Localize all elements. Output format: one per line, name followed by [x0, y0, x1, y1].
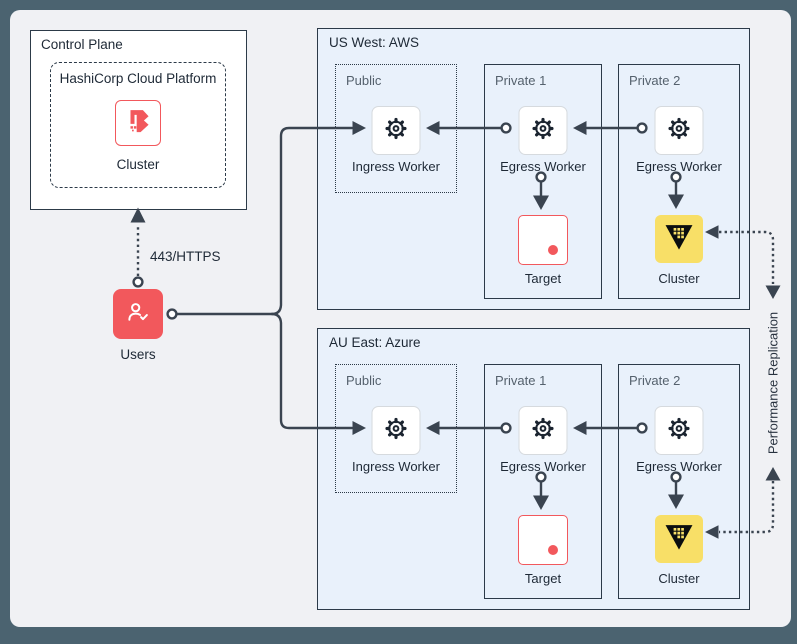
region-title: US West: AWS [329, 35, 420, 50]
gear-icon [666, 415, 693, 447]
vault-cluster-node [655, 215, 703, 263]
egress-worker-label: Egress Worker [500, 459, 586, 474]
zone-label: Public [346, 373, 382, 388]
zone-label: Public [346, 73, 382, 88]
zone-label: Private 2 [629, 73, 681, 88]
target-icon [548, 245, 558, 255]
gear-icon [383, 415, 410, 447]
vault-cluster-node [655, 515, 703, 563]
zone-private-1: Private 1 Egress Worker [484, 364, 602, 599]
gear-icon [666, 115, 693, 147]
connection-protocol-label: 443/HTTPS [150, 249, 221, 264]
target-label: Target [524, 571, 562, 586]
zone-label: Private 2 [629, 373, 681, 388]
vault-cluster-label: Cluster [658, 271, 700, 286]
egress-worker-node [518, 106, 568, 155]
ingress-worker-label: Ingress Worker [352, 159, 440, 174]
gear-icon [383, 115, 410, 147]
region-au-east-azure: AU East: Azure Public [317, 328, 750, 610]
ingress-worker-node [371, 106, 421, 155]
target-node [518, 215, 568, 265]
zone-private-1: Private 1 Egress Worker [484, 64, 602, 299]
vault-cluster-label: Cluster [658, 571, 700, 586]
boundary-logo-icon [123, 105, 154, 141]
vault-logo-icon [660, 218, 698, 261]
ingress-worker-node [371, 406, 421, 455]
user-check-icon [124, 298, 152, 331]
vault-logo-icon [660, 518, 698, 561]
ingress-worker-label: Ingress Worker [352, 459, 440, 474]
target-node [518, 515, 568, 565]
zone-private-2: Private 2 Egress Worker [618, 364, 740, 599]
hcp-title: HashiCorp Cloud Platform [59, 71, 217, 86]
zone-label: Private 1 [495, 73, 547, 88]
performance-replication-label: Performance Replication [765, 311, 781, 455]
target-icon [548, 545, 558, 555]
hcp-cluster-label: Cluster [116, 157, 160, 172]
egress-worker-label: Egress Worker [636, 159, 722, 174]
zone-label: Private 1 [495, 373, 547, 388]
control-plane-box: Control Plane HashiCorp Cloud Platform C… [30, 30, 247, 210]
gear-icon [530, 115, 557, 147]
zone-public: Public Ingress Worker [335, 64, 457, 193]
gear-icon [530, 415, 557, 447]
target-label: Target [524, 271, 562, 286]
egress-worker-node [654, 406, 704, 455]
egress-worker-node [518, 406, 568, 455]
users-label: Users [120, 347, 156, 362]
control-plane-title: Control Plane [41, 37, 123, 52]
egress-worker-label: Egress Worker [636, 459, 722, 474]
users-node [113, 289, 163, 339]
zone-public: Public Ingress Worker [335, 364, 457, 493]
egress-worker-node [654, 106, 704, 155]
region-title: AU East: Azure [329, 335, 421, 350]
region-us-west-aws: US West: AWS Public [317, 28, 750, 310]
egress-worker-label: Egress Worker [500, 159, 586, 174]
hcp-dashed-box: HashiCorp Cloud Platform Cluster [50, 62, 226, 188]
boundary-cluster-node [115, 100, 161, 146]
zone-private-2: Private 2 Egress Worker [618, 64, 740, 299]
